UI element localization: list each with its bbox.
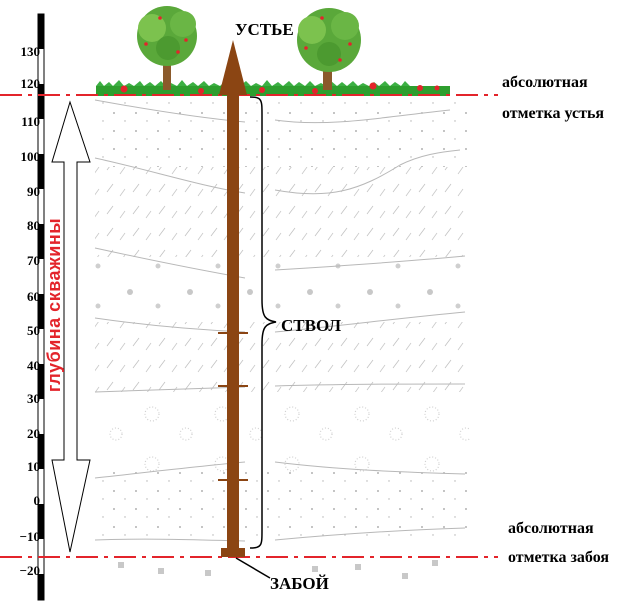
bedrock-marks [118, 560, 438, 579]
scale-tick-label: 120 [20, 76, 41, 91]
depth-label: глубина скважины [44, 217, 64, 393]
bottom-elevation-line-1: абсолютная [508, 520, 594, 537]
scale-tick-label: 80 [27, 218, 40, 233]
scale-tick-label: 90 [27, 184, 40, 199]
well-trunk [218, 40, 248, 557]
wellhead-elevation-line-1: абсолютная [502, 74, 588, 91]
scale-tick-label: 20 [27, 426, 40, 441]
depth-double-arrow [51, 100, 91, 553]
scale-tick-label: 40 [27, 358, 40, 373]
scale-tick-label: 70 [27, 253, 40, 268]
scale-tick-label: 30 [27, 391, 40, 406]
scale-tick-label: 60 [27, 289, 40, 304]
ground-surface [96, 80, 450, 96]
elevation-scale-bar [37, 13, 45, 601]
wellhead-elevation-line-2: отметка устья [502, 105, 605, 122]
scale-tick-label: 110 [21, 114, 40, 129]
bottom-elevation-line-2: отметка забоя [508, 549, 610, 566]
wellhead-label: УСТЬЕ [235, 20, 294, 39]
trunk-brace [249, 96, 277, 549]
scale-tick-label: 10 [27, 459, 40, 474]
scale-tick-label: 100 [20, 149, 41, 164]
bottom-callout-line [235, 557, 271, 579]
scale-tick-label: −20 [19, 563, 40, 578]
scale-tick-label: 130 [20, 44, 41, 59]
tree-icon [297, 8, 361, 90]
tree-icon [137, 6, 197, 90]
soil-strata [94, 97, 470, 542]
scale-tick-label: 0 [33, 493, 41, 508]
scale-tick-label: −10 [19, 529, 40, 544]
scale-tick-label: 50 [27, 323, 40, 338]
bottom-label: ЗАБОЙ [270, 574, 329, 593]
trunk-label: СТВОЛ [281, 316, 341, 335]
